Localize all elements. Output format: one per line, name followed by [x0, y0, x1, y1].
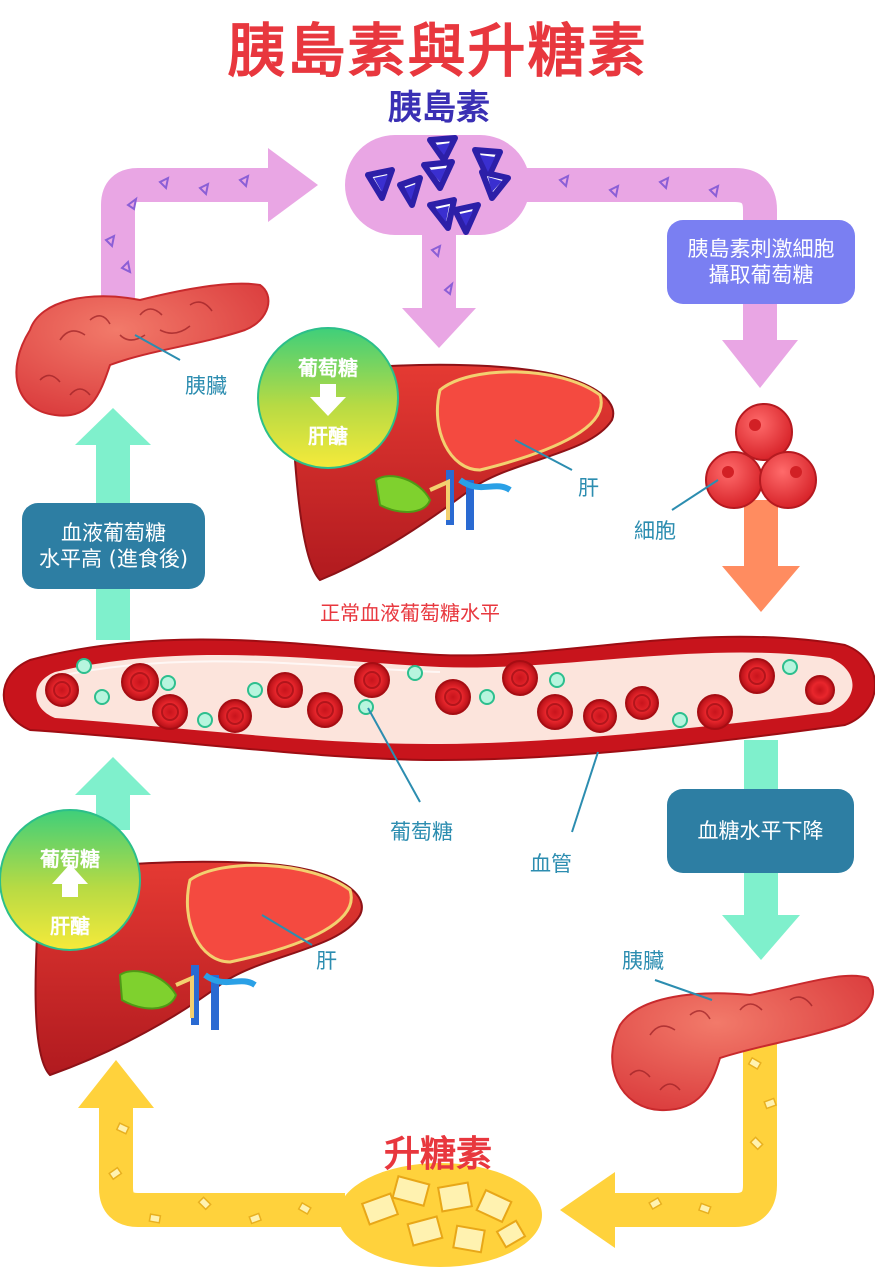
high-sugar-line1: 血液葡萄糖	[61, 521, 166, 545]
cells-label: 細胞	[634, 519, 676, 543]
glycogen-bubble-top	[257, 327, 399, 469]
bubble-bottom-lower: 肝醣	[50, 914, 90, 938]
glucagon-flakes	[108, 1056, 778, 1225]
glucose-pointer	[367, 707, 421, 803]
glucose-label: 葡萄糖	[390, 820, 453, 844]
glucagon-label: 升糖素	[384, 1134, 493, 1175]
cells-uptake-arrow	[722, 500, 800, 612]
pancreas-top	[15, 282, 270, 417]
insulin-stimulates-box: 胰島素刺激細胞 攝取葡萄糖	[667, 220, 855, 304]
bubble-top-upper: 葡萄糖	[298, 356, 358, 380]
page-title: 胰島素與升糖素	[227, 17, 648, 85]
glucagon-arrow-right	[560, 1040, 777, 1248]
pancreas-top-label: 胰臟	[185, 374, 227, 398]
arrow-down-icon	[310, 384, 346, 416]
liver-top-label: 肝	[578, 476, 599, 500]
vessel-pointer	[571, 751, 599, 833]
bubble-bottom-upper: 葡萄糖	[40, 847, 100, 871]
glucose-particles	[76, 658, 798, 728]
insulin-stimulates-line1: 胰島素刺激細胞	[687, 237, 835, 261]
insulin-label: 胰島素	[388, 88, 490, 128]
vessel-label: 血管	[530, 852, 572, 876]
sugar-drops-text: 血糖水平下降	[697, 819, 824, 843]
sugar-drops-box: 血糖水平下降	[667, 789, 854, 873]
high-sugar-arrow-up	[75, 408, 151, 830]
pancreas-bottom	[611, 974, 874, 1112]
bubble-top-lower: 肝醣	[308, 424, 348, 448]
glycogen-bubble-bottom	[0, 809, 141, 951]
insulin-arrow-right	[520, 168, 798, 388]
high-sugar-box: 血液葡萄糖 水平高 (進食後)	[22, 503, 205, 589]
high-sugar-line2: 水平高 (進食後)	[38, 547, 189, 571]
insulin-arrow-left	[101, 148, 318, 300]
glucagon-arrow-left	[78, 1060, 345, 1227]
insulin-stimulates-line2: 攝取葡萄糖	[708, 263, 814, 287]
glucagon-gland	[338, 1163, 542, 1267]
liver-bottom-label: 肝	[316, 949, 337, 973]
arrow-up-icon	[52, 864, 88, 897]
red-blood-cells	[45, 658, 835, 733]
pancreas-bottom-label: 胰臟	[622, 949, 664, 973]
insulin-gland	[345, 135, 530, 235]
normal-level-label: 正常血液葡萄糖水平	[320, 601, 500, 625]
cells-cluster	[671, 403, 817, 511]
